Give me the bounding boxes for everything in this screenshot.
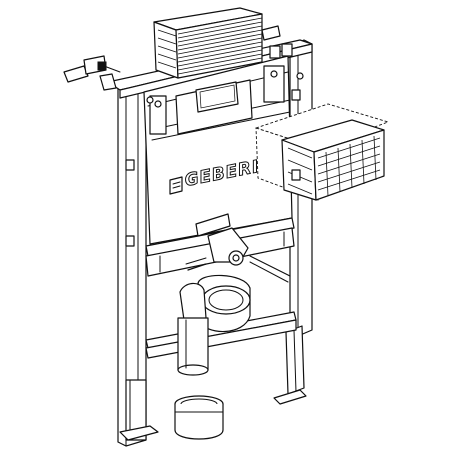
drain-coupling <box>174 395 224 440</box>
drain-bend <box>177 274 251 376</box>
post-fixings <box>125 72 304 247</box>
left-frame-post <box>117 79 159 447</box>
flush-pipe-connector <box>185 213 291 283</box>
cistern <box>143 55 293 245</box>
left-wall-anchor <box>63 55 121 91</box>
right-wall-anchor <box>261 25 293 59</box>
protective-cover-box <box>153 7 263 79</box>
